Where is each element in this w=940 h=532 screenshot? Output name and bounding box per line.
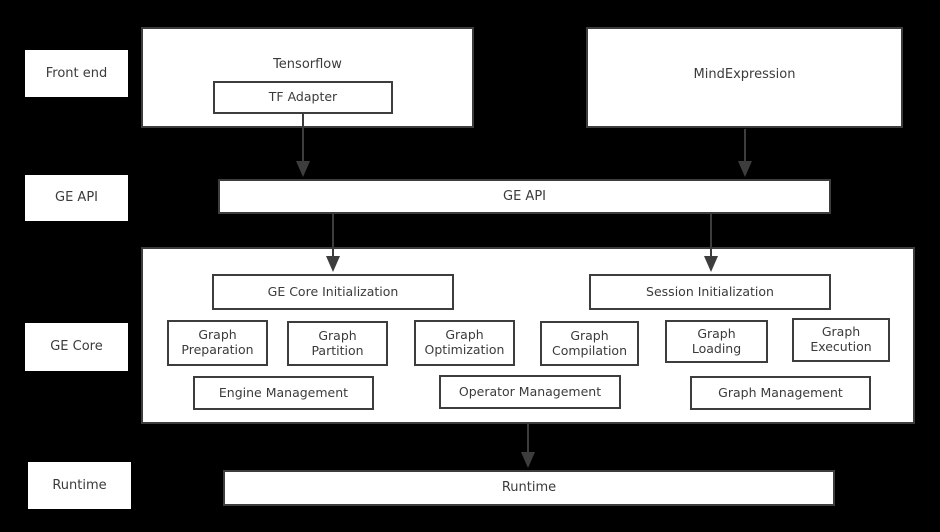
frontend-mindexpression-title: MindExpression: [693, 67, 796, 82]
ge-core-engine-management-label: Engine Management: [218, 384, 349, 400]
ge-core-stage-graph-partition-label: Graph Partition: [311, 327, 364, 358]
lane-label-runtime: Runtime: [28, 462, 131, 509]
lane-label-front-end: Front end: [25, 50, 128, 97]
session-initialization-block[interactable]: Session Initialization: [589, 274, 831, 310]
ge-core-stage-graph-execution[interactable]: Graph Execution: [792, 318, 890, 362]
frontend-tf-adapter-block[interactable]: TF Adapter: [213, 81, 393, 114]
runtime-bar[interactable]: Runtime: [223, 470, 835, 506]
lane-label-ge-api-text: GE API: [55, 190, 98, 206]
ge-core-stage-graph-execution-label: Graph Execution: [810, 324, 872, 354]
frontend-tf-adapter-label: TF Adapter: [268, 89, 338, 105]
session-initialization-label: Session Initialization: [646, 283, 774, 299]
ge-core-stage-graph-loading[interactable]: Graph Loading: [665, 320, 768, 363]
ge-core-initialization-label: GE Core Initialization: [267, 283, 399, 299]
ge-core-stage-graph-compilation[interactable]: Graph Compilation: [540, 321, 639, 366]
ge-core-initialization-block[interactable]: GE Core Initialization: [212, 274, 454, 310]
lane-label-front-end-text: Front end: [45, 65, 108, 81]
ge-core-stage-graph-partition[interactable]: Graph Partition: [287, 321, 388, 366]
ge-core-stage-graph-optimization-label: Graph Optimization: [424, 327, 505, 357]
ge-api-bar-label: GE API: [503, 188, 546, 204]
lane-label-ge-core-text: GE Core: [50, 339, 103, 355]
ge-core-graph-management[interactable]: Graph Management: [690, 376, 871, 410]
lane-label-ge-api: GE API: [25, 175, 128, 221]
ge-api-bar[interactable]: GE API: [218, 179, 831, 214]
connector-mindexpression-to-ge-api: [738, 129, 752, 177]
connector-ge-core-to-runtime: [521, 424, 535, 468]
frontend-mindexpression-container: MindExpression: [586, 27, 903, 128]
ge-core-stage-graph-preparation-label: Graph Preparation: [181, 327, 254, 357]
ge-core-engine-management[interactable]: Engine Management: [193, 376, 374, 410]
ge-core-stage-graph-optimization[interactable]: Graph Optimization: [414, 320, 515, 366]
ge-core-stage-graph-compilation-label: Graph Compilation: [551, 327, 628, 358]
ge-core-operator-management[interactable]: Operator Management: [439, 375, 621, 409]
ge-core-stage-graph-preparation[interactable]: Graph Preparation: [167, 320, 268, 366]
ge-core-stage-graph-loading-label: Graph Loading: [691, 325, 742, 356]
lane-label-ge-core: GE Core: [25, 323, 128, 371]
runtime-bar-label: Runtime: [501, 480, 557, 496]
ge-core-operator-management-label: Operator Management: [458, 383, 602, 399]
lane-label-runtime-text: Runtime: [52, 477, 107, 493]
ge-core-graph-management-label: Graph Management: [718, 384, 843, 400]
frontend-tensorflow-title: Tensorflow: [273, 57, 342, 72]
